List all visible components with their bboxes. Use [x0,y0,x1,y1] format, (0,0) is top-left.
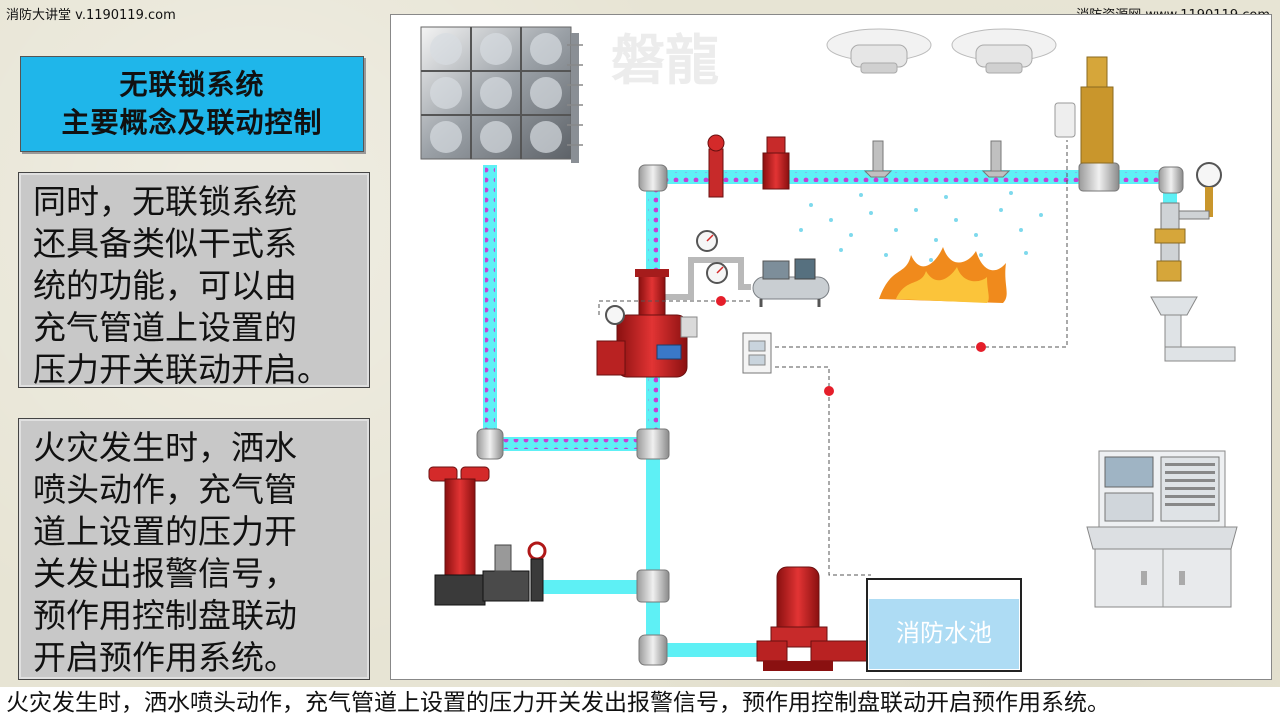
fire-icon [879,247,1007,303]
exhaust-valve-icon [1054,56,1114,164]
water-spray [799,191,1043,262]
diagram-svg: 磐龍 [420,26,1238,672]
fire-pump-icon [756,566,872,671]
pipe-fittings [476,162,1184,666]
water-pipes [483,165,1177,657]
paragraph-1-line: 同时，无联锁系统 [33,182,297,221]
signal-wires [598,140,1068,576]
gate-valve-icon [707,134,725,198]
text-box-1: 同时，无联锁系统 还具备类似干式系 统的功能，可以由 充气管道上设置的 压力开关… [18,172,370,389]
system-diagram: 磐龍 [390,14,1272,680]
paragraph-2-line: 关发出报警信号， [33,554,297,593]
signal-dot [824,386,834,396]
pipe-segment [541,580,653,594]
pump-adapter-icon [428,466,490,606]
pressure-gauge-icon [1196,162,1222,188]
fire-control-panel-icon [1086,450,1238,608]
air-supply-piping [661,257,751,300]
subtitle-bar: 火灾发生时，洒水喷头动作，充气管道上设置的压力开关发出报警信号，预作用控制盘联动… [0,687,1280,720]
pressure-gauge-icon [696,230,718,252]
paragraph-2-line: 开启预作用系统。 [33,638,297,677]
paragraph-2-line: 道上设置的压力开 [33,512,297,551]
air-segment [485,439,655,449]
paragraph-2-line: 火灾发生时，洒水 [33,428,297,467]
preaction-control-box-icon [742,332,772,374]
signal-dot [976,342,986,352]
paragraph-2-line: 喷头动作，充气管 [33,470,297,509]
smoke-detector-icon [951,28,1057,74]
end-test-assembly [1154,162,1222,282]
title-box: 无联锁系统 主要概念及联动控制 [20,56,364,152]
paragraph-1-line: 压力开关联动开启。 [33,350,330,389]
logo-watermark: 磐龍 [611,28,719,92]
air-segment [485,167,495,443]
preaction-valve-icon [596,269,698,378]
check-valve-icon [482,541,547,602]
paragraph-2-line: 预作用控制盘联动 [33,596,297,635]
watermark-left: 消防大讲堂 v.1190119.com [6,8,176,23]
paragraph-1-line: 统的功能，可以由 [33,266,297,305]
sprinkler-head-icon [981,140,1011,178]
fire-pool: 消防水池 [866,578,1022,672]
signal-dot [716,296,726,306]
water-tank-icon [420,26,583,163]
air-segment [648,172,1173,182]
sprinkler-head-icon [863,140,893,178]
elbow-fitting [476,428,504,460]
pressure-switch-small [1054,102,1076,138]
gate-valve-icon [762,136,790,190]
signal-markers [716,296,986,396]
title-line-1: 无联锁系统 [119,68,265,101]
text-box-2: 火灾发生时，洒水 喷头动作，充气管 道上设置的压力开 关发出报警信号， 预作用控… [18,418,370,680]
pool-label: 消防水池 [896,619,992,647]
smoke-detector-icon [826,28,932,74]
tee-fitting [636,569,670,603]
tee-fitting [636,428,670,460]
pressure-switch-icon [680,316,698,338]
drain-funnel-icon [1150,296,1236,362]
pipe-segment [653,643,773,657]
title-line-2: 主要概念及联动控制 [61,106,323,139]
pressure-gauge-icon [605,305,625,325]
paragraph-1-line: 充气管道上设置的 [33,308,297,347]
pressure-gauge-icon [706,262,728,284]
tee-fitting [1078,162,1120,192]
paragraph-1-line: 还具备类似干式系 [33,224,297,263]
air-compressor-icon [752,258,830,307]
elbow-fitting [1158,166,1184,194]
elbow-fitting [638,164,668,192]
elbow-fitting [638,634,668,666]
